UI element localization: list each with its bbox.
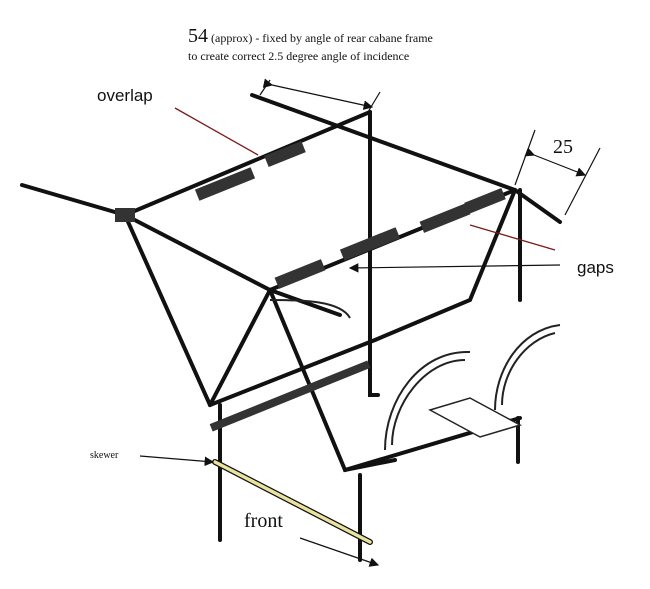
dimension-25-label: 25 — [553, 136, 573, 158]
lower-rail — [208, 338, 377, 407]
note-line-1: (approx) - fixed by angle of rear cabane… — [211, 31, 433, 45]
axle-plate — [428, 397, 522, 438]
red-arrows — [174, 107, 556, 251]
overlap-label: overlap — [97, 86, 153, 105]
dimension-54-note: 54 (approx) - fixed by angle of rear cab… — [188, 25, 433, 48]
right-diagonal — [373, 188, 517, 342]
dimension-54-value: 54 — [188, 25, 208, 47]
frame-rods — [20, 93, 562, 562]
left-diagonal — [123, 213, 212, 407]
gaps-label: gaps — [577, 258, 614, 277]
front-diagonal — [208, 288, 272, 407]
curved-struts — [269, 299, 561, 451]
rear-top-spar — [250, 93, 562, 224]
skewer-rod — [213, 460, 372, 544]
skewer-label: skewer — [90, 450, 119, 461]
front-left-rod — [20, 183, 342, 317]
dimension-lines — [139, 78, 601, 567]
joint-sleeves — [115, 140, 506, 432]
rear-vertical — [368, 110, 380, 397]
note-line-2: to create correct 2.5 degree angle of in… — [188, 49, 410, 63]
overlap-rail — [123, 110, 372, 217]
front-label: front — [244, 510, 283, 532]
